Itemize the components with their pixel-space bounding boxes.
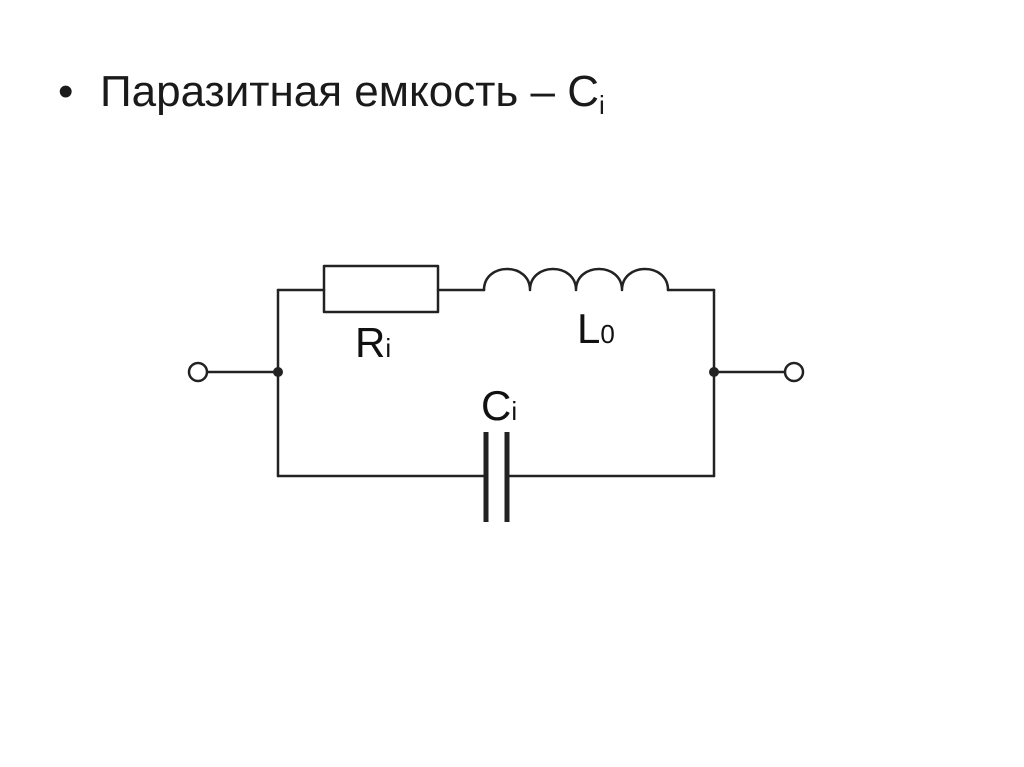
capacitor-label-symbol: C (481, 382, 511, 429)
title-text: Паразитная емкость – C (100, 67, 599, 116)
inductor-label-symbol: L (577, 305, 600, 352)
resistor-label: Ri (355, 319, 391, 366)
resistor-label-subscript: i (385, 333, 391, 363)
capacitor-label-subscript: i (511, 396, 517, 426)
title-subscript: i (598, 90, 605, 120)
inductor-label-subscript: 0 (600, 319, 614, 349)
left-terminal (187, 361, 209, 383)
inductor-label: L0 (577, 305, 615, 352)
right-junction-dot (709, 367, 719, 377)
bullet-marker: • (58, 67, 74, 116)
capacitor-label: Ci (481, 382, 517, 429)
resistor-label-symbol: R (355, 319, 385, 366)
inductor-symbol (482, 267, 670, 292)
left-junction-dot (273, 367, 283, 377)
slide-title: • Паразитная емкость – Ci (58, 67, 605, 120)
resistor-symbol (322, 264, 440, 314)
right-terminal (783, 361, 805, 383)
